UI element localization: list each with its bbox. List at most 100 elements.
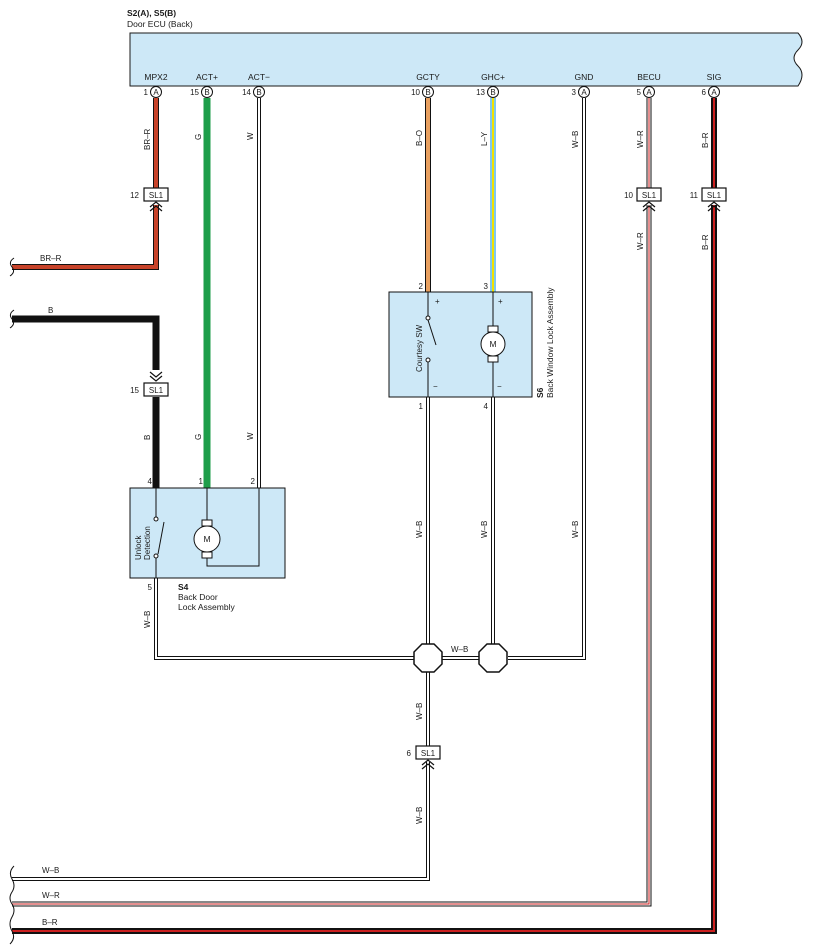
s6-code: S6 bbox=[535, 387, 545, 398]
s6-pin-2: 2 bbox=[419, 282, 424, 291]
s6-pin-3: 3 bbox=[484, 282, 489, 291]
wire-label-s6-pin1: W–B bbox=[415, 521, 424, 538]
connector-sl1-6: SL1 6 bbox=[407, 745, 441, 770]
svg-text:B: B bbox=[204, 88, 209, 97]
s6-name: Back Window Lock Assembly bbox=[545, 287, 555, 398]
ecu-name: Door ECU (Back) bbox=[127, 19, 193, 29]
wire-label-b-low: B bbox=[143, 435, 152, 440]
terminal-name-act-minus: ACT− bbox=[248, 72, 270, 82]
s4-switch-label-1: Unlock bbox=[134, 535, 143, 560]
s4-pin-2: 2 bbox=[251, 477, 256, 486]
wire-label-s6-pin4: W–B bbox=[480, 521, 489, 538]
wire-label-bottom-br: B–R bbox=[42, 918, 58, 927]
svg-text:B: B bbox=[256, 88, 261, 97]
s6-plus-2: + bbox=[498, 297, 503, 306]
ecu-pin-becu: A 5 bbox=[637, 86, 655, 98]
wire-label-splice-between: W–B bbox=[451, 645, 468, 654]
terminal-name-sig: SIG bbox=[707, 72, 722, 82]
svg-text:SL1: SL1 bbox=[149, 386, 164, 395]
s6-plus-1: + bbox=[435, 297, 440, 306]
terminal-name-mpx2: MPX2 bbox=[144, 72, 167, 82]
wire-label-gcty: B–O bbox=[415, 130, 424, 146]
svg-text:14: 14 bbox=[242, 88, 251, 97]
connector-sl1-11: SL1 11 bbox=[690, 187, 727, 212]
s4-code: S4 bbox=[178, 582, 189, 592]
wire-b bbox=[12, 315, 160, 370]
s6-switch-label: Courtesy SW bbox=[415, 324, 424, 372]
svg-text:SL1: SL1 bbox=[642, 191, 657, 200]
connector-sl1-10: SL1 10 bbox=[624, 187, 662, 212]
svg-text:15: 15 bbox=[130, 386, 139, 395]
s4-pin-5: 5 bbox=[148, 583, 153, 592]
svg-text:13: 13 bbox=[476, 88, 485, 97]
ecu-pin-gnd: A 3 bbox=[572, 86, 590, 98]
s4-back-door-lock-assembly bbox=[129, 487, 286, 579]
ecu-code: S2(A), S5(B) bbox=[127, 8, 176, 18]
svg-text:B: B bbox=[490, 88, 495, 97]
svg-text:SL1: SL1 bbox=[707, 191, 722, 200]
svg-text:15: 15 bbox=[190, 88, 199, 97]
svg-text:B: B bbox=[425, 88, 430, 97]
terminal-name-ghc-plus: GHC+ bbox=[481, 72, 505, 82]
wire-label-bottom-wr: W–R bbox=[42, 891, 60, 900]
svg-text:A: A bbox=[153, 88, 159, 97]
ecu-box bbox=[129, 32, 803, 87]
svg-text:A: A bbox=[581, 88, 587, 97]
wire-label-ghc-plus: L–Y bbox=[480, 131, 489, 146]
wire-label-act-minus-low: W bbox=[246, 432, 255, 440]
wire-label-s4-pin5: W–B bbox=[143, 611, 152, 628]
s6-pin-1: 1 bbox=[419, 402, 424, 411]
continuation-marks bbox=[9, 257, 15, 945]
wire-label-mpx2-left: BR–R bbox=[40, 254, 62, 263]
terminal-name-gcty: GCTY bbox=[416, 72, 440, 82]
terminal-name-gnd: GND bbox=[575, 72, 594, 82]
wire-mpx2-lower bbox=[12, 205, 159, 270]
wire-bottom-wb bbox=[12, 762, 430, 881]
connector-sl1-12: SL1 12 bbox=[130, 187, 169, 212]
wire-label-sig-top: B–R bbox=[701, 132, 710, 148]
wire-s4-pin5 bbox=[154, 578, 414, 660]
ecu-pin-sig: A 6 bbox=[702, 86, 720, 98]
splice-point-1 bbox=[413, 643, 443, 673]
wire-label-sl1-6-down: W–B bbox=[415, 807, 424, 824]
s4-motor-label: M bbox=[203, 534, 210, 544]
s6-pin-4: 4 bbox=[484, 402, 489, 411]
ecu-pin-mpx2: A 1 bbox=[144, 86, 162, 98]
svg-text:6: 6 bbox=[407, 749, 412, 758]
svg-text:SL1: SL1 bbox=[149, 191, 164, 200]
svg-text:1: 1 bbox=[144, 88, 149, 97]
wire-label-act-plus: G bbox=[194, 134, 203, 140]
s4-switch-label-2: Detection bbox=[143, 526, 152, 560]
svg-text:10: 10 bbox=[624, 191, 633, 200]
wire-label-act-plus-low: G bbox=[194, 434, 203, 440]
wire-label-bottom-wb: W–B bbox=[42, 866, 59, 875]
svg-text:6: 6 bbox=[702, 88, 707, 97]
s6-minus-2: − bbox=[497, 382, 502, 391]
s4-name-1: Back Door bbox=[178, 592, 218, 602]
svg-text:5: 5 bbox=[637, 88, 642, 97]
svg-text:A: A bbox=[646, 88, 652, 97]
s4-pin-4: 4 bbox=[148, 477, 153, 486]
wire-label-becu-mid: W–R bbox=[636, 232, 645, 250]
wire-sig-lower bbox=[12, 205, 717, 934]
splice-point-2 bbox=[478, 643, 508, 673]
wire-label-act-minus: W bbox=[246, 132, 255, 140]
svg-text:A: A bbox=[711, 88, 717, 97]
svg-text:12: 12 bbox=[130, 191, 139, 200]
s6-back-window-lock-assembly bbox=[388, 291, 533, 398]
wire-label-sig-mid: B–R bbox=[701, 234, 710, 250]
terminal-name-act-plus: ACT+ bbox=[196, 72, 218, 82]
wire-label-b-left: B bbox=[48, 306, 53, 315]
s4-pin-1: 1 bbox=[199, 477, 204, 486]
wire-label-gnd-low: W–B bbox=[571, 521, 580, 538]
s4-name-2: Lock Assembly bbox=[178, 602, 235, 612]
wire-label-gnd: W–B bbox=[571, 131, 580, 148]
ecu-pin-gcty: B 10 bbox=[411, 86, 434, 98]
s6-minus-1: − bbox=[433, 382, 438, 391]
svg-text:11: 11 bbox=[690, 191, 699, 200]
ecu-pin-act-plus: B 15 bbox=[190, 86, 213, 98]
s6-motor-label: M bbox=[489, 339, 496, 349]
svg-text:10: 10 bbox=[411, 88, 420, 97]
svg-text:SL1: SL1 bbox=[421, 749, 436, 758]
